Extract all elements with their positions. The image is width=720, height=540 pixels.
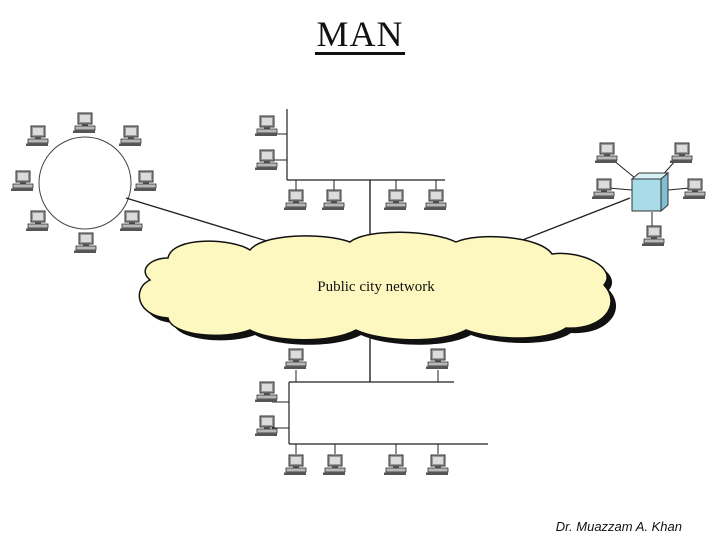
cloud-label: Public city network (317, 279, 435, 295)
ring-network (38, 136, 132, 230)
computer-icon (25, 210, 49, 232)
computer-icon (322, 454, 346, 476)
computer-icon (254, 115, 278, 137)
computer-icon (73, 232, 97, 254)
computer-icon (321, 189, 345, 211)
computer-icon (133, 170, 157, 192)
computer-icon (283, 454, 307, 476)
slide-title: MAN (315, 14, 405, 55)
computer-icon (669, 142, 693, 164)
computer-icon (254, 381, 278, 403)
computer-icon (283, 189, 307, 211)
hub-cube-icon (630, 171, 670, 213)
computer-icon (591, 178, 615, 200)
star-lan (519, 142, 706, 247)
computer-icon (425, 454, 449, 476)
computer-icon (254, 149, 278, 171)
computer-icon (594, 142, 618, 164)
computer-icon (10, 170, 34, 192)
bottom-bus-lan (254, 336, 488, 476)
computer-icon (25, 125, 49, 147)
computer-icon (425, 348, 449, 370)
computer-icon (283, 348, 307, 370)
public-city-network-cloud: Public city network (138, 231, 617, 345)
star-link (519, 197, 631, 242)
computer-icon (383, 189, 407, 211)
top-bus-lan (254, 109, 447, 240)
computer-icon (383, 454, 407, 476)
ring-link (125, 197, 281, 246)
computer-icon (682, 178, 706, 200)
author-credit: Dr. Muazzam A. Khan (555, 519, 682, 534)
computer-icon (118, 125, 142, 147)
computer-icon (72, 112, 96, 134)
computer-icon (641, 225, 665, 247)
computer-icon (423, 189, 447, 211)
computer-icon (254, 415, 278, 437)
computer-icon (119, 210, 143, 232)
ring-lan (10, 112, 281, 254)
